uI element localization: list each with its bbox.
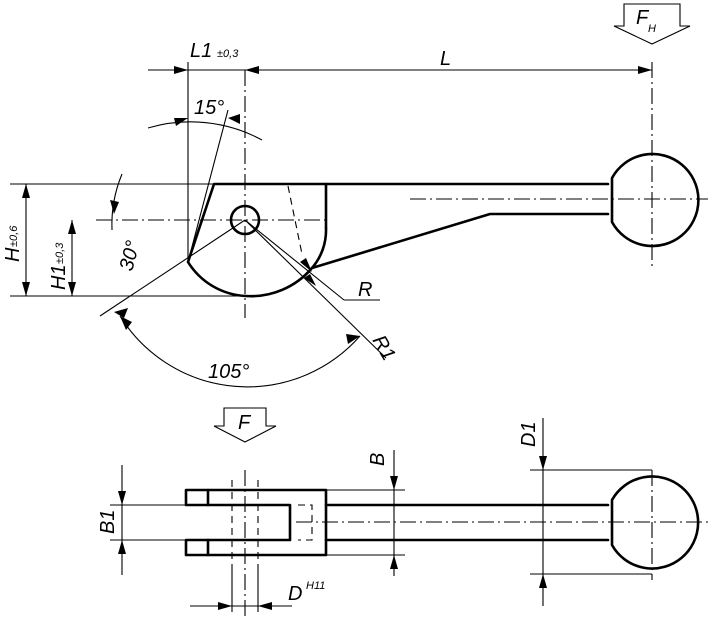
dim-h1-tolerance: ±0,3 [54, 242, 66, 264]
lever-body-outline [186, 182, 610, 298]
angle-30-leg [99, 219, 246, 317]
radius-r1-label: R1 [368, 332, 400, 365]
dim-d1-label: D1 [518, 421, 540, 447]
angle-15-arc [147, 121, 263, 141]
lever-hub-curve [310, 226, 328, 270]
force-f-arrow-icon [213, 407, 277, 443]
dim-l1-tolerance: ±0,3 [217, 48, 239, 60]
ball-knob-plan [610, 475, 700, 570]
dim-b-label: B [367, 453, 389, 466]
angle-15-label: 15° [194, 97, 224, 119]
force-f-label: F [238, 412, 252, 434]
plan-view: B B1 D1 D H11 F [97, 407, 708, 620]
dim-h-label: H [2, 247, 24, 262]
angle-15-leg [187, 109, 229, 263]
side-view: L1 ±0,3 L H ±0,6 H1 ±0,3 15° 3 [2, 3, 708, 388]
dim-h-tolerance: ±0,6 [8, 225, 20, 247]
radius-r-label: R [358, 279, 372, 301]
radius-r-line [244, 219, 345, 301]
dim-l1-label: L1 [190, 40, 212, 62]
force-fh-arrow-icon [613, 3, 691, 45]
angle-105-label: 105° [208, 361, 249, 383]
dim-d-fit: H11 [306, 580, 325, 592]
dim-b1-label: B1 [97, 510, 119, 534]
dim-h1-label: H1 [48, 264, 70, 290]
ball-knob [610, 152, 700, 248]
dim-l-label: L [440, 48, 451, 70]
dim-d-label: D [288, 583, 302, 605]
angle-105-arc [119, 315, 361, 388]
force-fh-subscript: H [648, 23, 656, 35]
force-fh-label: F [636, 7, 650, 29]
radius-r1-line [244, 219, 387, 359]
angle-30-label: 30° [116, 238, 145, 273]
fork-hidden-slot [298, 504, 313, 541]
